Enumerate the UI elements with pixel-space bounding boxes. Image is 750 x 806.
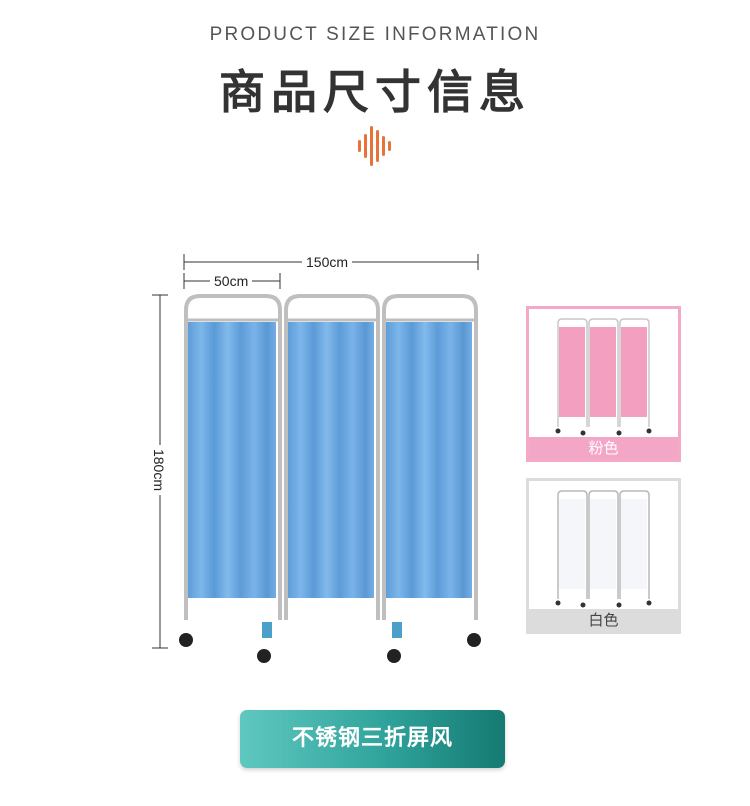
sound-wave-icon — [358, 126, 391, 166]
pink-label: 粉色 — [529, 437, 678, 459]
page-title: 商品尺寸信息 — [219, 65, 531, 119]
panel-right — [382, 294, 478, 620]
white-label: 白色 — [529, 609, 678, 631]
panel-left — [184, 294, 282, 620]
panel-width-label: 50cm — [210, 273, 253, 289]
height-label: 180cm — [151, 444, 168, 496]
casters — [179, 622, 481, 663]
product-name-banner: 不锈钢三折屏风 — [240, 710, 505, 768]
color-option-white[interactable]: 白色 — [526, 478, 681, 634]
color-option-pink[interactable]: 粉色 — [526, 306, 681, 462]
pink-screen-thumbnail — [555, 318, 652, 436]
white-screen-thumbnail — [555, 490, 652, 608]
folding-screen-image — [179, 294, 481, 663]
panel-middle — [284, 294, 380, 620]
total-width-label: 150cm — [302, 254, 353, 270]
subtitle-en: PRODUCT SIZE INFORMATION — [209, 24, 541, 45]
